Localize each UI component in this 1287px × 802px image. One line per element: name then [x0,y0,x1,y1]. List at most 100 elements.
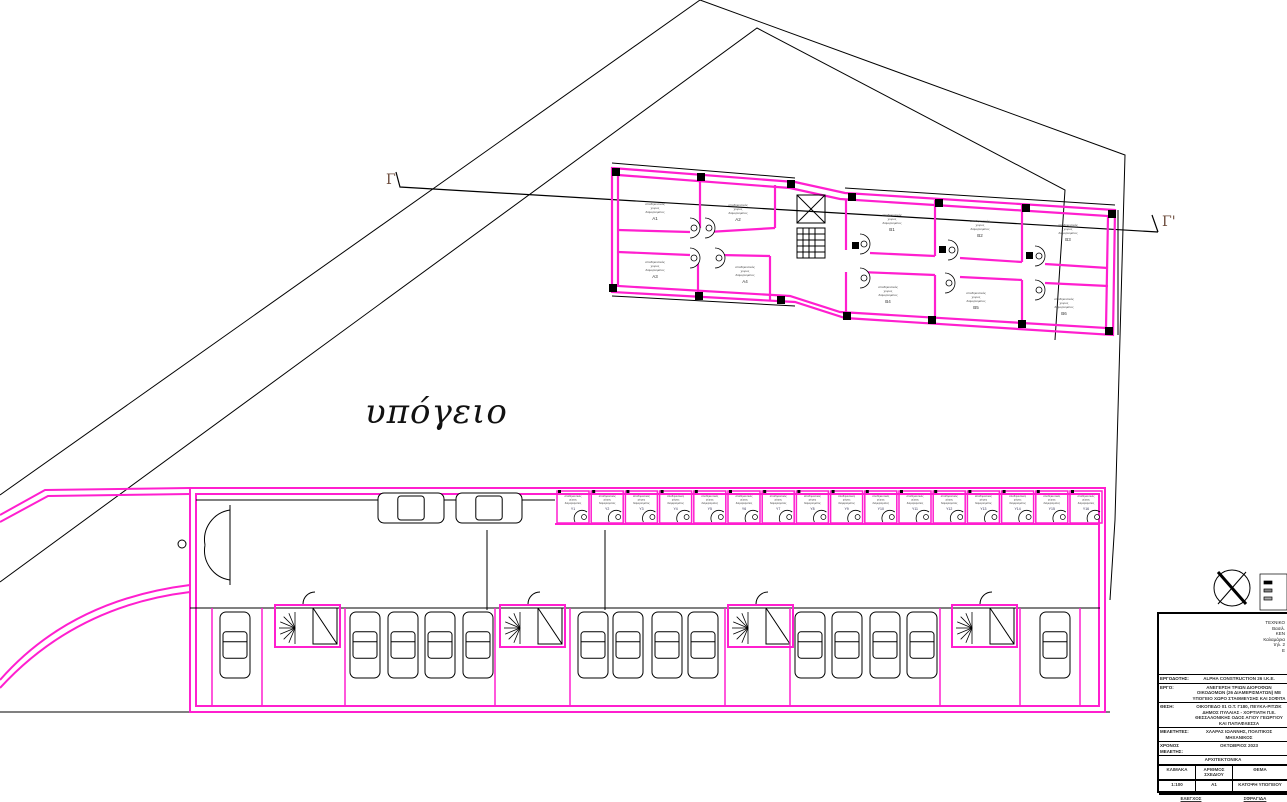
basement-plan: αποθηκευτικόςχώροςδιαμερίσματοςΥ1αποθηκε… [0,488,1105,712]
stair-core [952,592,1017,647]
room-label: Β4 [885,299,891,304]
header-line: E [1245,648,1285,654]
level-title: υπόγειο [365,392,508,432]
subject-value: ΚΑΤΟΨΗ ΥΠΟΓΕΙΟΥ [1233,781,1287,793]
door-symbol [949,247,955,253]
storage-label: Υ8 [810,507,814,511]
parked-car [907,612,937,678]
title-block-header: ΤΕΧΝΙΚΟ Βασιλ. ΚΕΝ Καλαμάρια τηλ. 2 E [1159,614,1287,674]
client-value: ALPHA CONSTRUCTION 26 I.K.E. [1191,675,1287,683]
room-label: Α3 [652,274,658,279]
section-marker-end: Γ' [1162,214,1176,230]
storage-label: Υ15 [1049,507,1055,511]
storage-description: χώρος [1048,498,1056,502]
storage-label: Υ9 [844,507,848,511]
parked-car [463,612,493,678]
room-description: διαμερίσματος [966,299,986,303]
storage-description: διαμερίσματος [1044,501,1061,505]
parked-car [795,612,825,678]
subject-label: ΘΕΜΑ [1233,766,1287,779]
room-label: Α1 [652,216,658,221]
storage-label: Υ2 [605,507,609,511]
storage-description: διαμερίσματος [941,501,958,505]
parked-car [688,612,718,678]
storage-description: διαμερίσματος [702,501,719,505]
room-description: διαμερίσματος [735,273,755,277]
scale-value: 1:100 [1159,781,1196,793]
storage-label: Υ3 [639,507,643,511]
storage-description: διαμερίσματος [838,501,855,505]
storage-description: αποθηκευτικός [633,494,651,498]
parked-car [425,612,455,678]
north-arrow [1214,570,1250,606]
storage-description: αποθηκευτικός [701,494,719,498]
parked-car [578,612,608,678]
storage-description: χώρος [1014,498,1022,502]
door-symbol [706,225,712,231]
date-value: ΟΚΤΩΒΡΙΟΣ 2023 [1191,742,1287,755]
storage-description: διαμερίσματος [633,501,650,505]
storage-label: Υ13 [980,507,986,511]
legend [1260,574,1287,610]
stair-core [275,592,340,647]
room-label: Α4 [742,279,748,284]
stair-core [500,592,565,647]
parked-car [870,612,900,678]
storage-label: Υ12 [946,507,952,511]
room-description: διαμερίσματος [970,227,990,231]
parked-car [832,612,862,678]
room-description: διαμερίσματος [882,221,902,225]
parked-car [456,493,522,523]
room-label: Β2 [977,233,983,238]
storage-description: διαμερίσματος [804,501,821,505]
storage-description: αποθηκευτικός [770,494,788,498]
storage-label: Υ11 [912,507,918,511]
stair-core [728,592,793,647]
storage-description: διαμερίσματος [873,501,890,505]
location-label: ΘΕΣΗ: [1159,703,1191,727]
title-block: ΤΕΧΝΙΚΟ Βασιλ. ΚΕΝ Καλαμάρια τηλ. 2 E ΕΡ… [1157,612,1287,793]
parked-car [378,493,444,523]
room-description: διαμερίσματος [728,211,748,215]
storage-description: αποθηκευτικός [872,494,890,498]
door-symbol [716,255,722,261]
storage-label: Υ5 [708,507,712,511]
storage-label: Υ6 [742,507,746,511]
storage-description: διαμερίσματος [565,501,582,505]
storage-description: χώρος [603,498,611,502]
parked-car [652,612,682,678]
storage-description: χώρος [843,498,851,502]
project-label: ΕΡΓΟ: [1159,684,1191,703]
room-label: Β3 [1065,237,1071,242]
storage-label: Υ7 [776,507,780,511]
storage-description: αποθηκευτικός [599,494,617,498]
storage-description: χώρος [569,498,577,502]
storage-description: χώρος [980,498,988,502]
project-value: ΑΝΕΓΕΡΣΗ ΤΡΙΩΝ ΔΙΟΡΟΦΩΝ ΟΙΚΟΔΟΜΩΝ (26 ΔΙ… [1191,684,1287,703]
designers-value: ΧΛΑΡΑΣ ΙΩΑΝΝΗΣ, ΠΟΛΙΤΙΚΟΣ ΜΗΧΑΝΙΚΟΣ [1191,728,1287,741]
storage-description: χώρος [877,498,885,502]
storage-description: αποθηκευτικός [1077,494,1095,498]
section-marker-start: Γ [386,172,396,188]
storage-description: διαμερίσματος [736,501,753,505]
room-description: διαμερίσματος [878,293,898,297]
designers-label: ΜΕΛΕΤΗΤΕΣ: [1159,728,1191,741]
storage-description: χώρος [706,498,714,502]
number-value: Α1 [1196,781,1233,793]
location-value: ΟΙΚΟΠΕΔΟ 01 Ο.Τ. Γ180, ΠΕΥΚΑ-ΡΙΤΖΙΚ ΔΗΜΟ… [1191,703,1287,727]
room-label: Β5 [973,305,979,310]
door-symbol [691,225,697,231]
storage-label: Υ4 [673,507,677,511]
door-symbol [946,280,952,286]
room-description: διαμερίσματος [645,210,665,214]
storage-description: αποθηκευτικός [667,494,685,498]
number-label: ΑΡΙΘΜΟΣ ΣΧΕΔΙΟΥ [1196,766,1233,779]
check-label: ΕΛΕΓΧΟΣ [1159,795,1223,802]
room-label: Α2 [735,217,741,222]
door-symbol [1036,253,1042,259]
storage-description: διαμερίσματος [1009,501,1026,505]
storage-description: χώρος [945,498,953,502]
storage-description: αποθηκευτικός [906,494,924,498]
parked-car [350,612,380,678]
